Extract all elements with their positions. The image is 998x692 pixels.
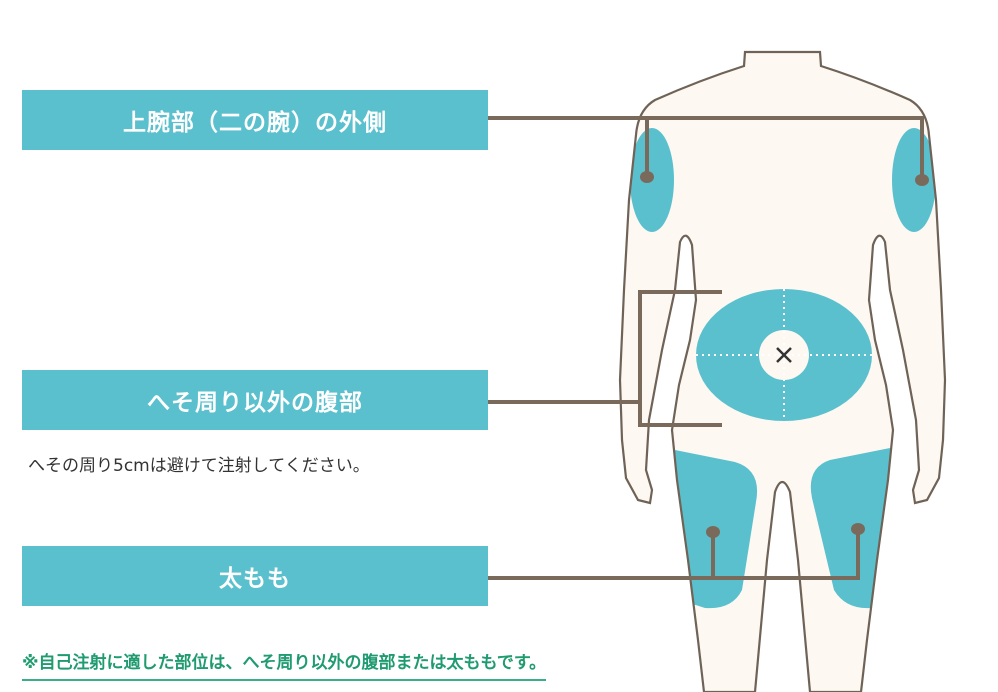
label-upper-arm: 上腕部（二の腕）の外側	[22, 90, 488, 150]
footer-note: ※自己注射に適した部位は、へそ周り以外の腹部または太ももです。	[22, 648, 547, 681]
right-upper-arm-site	[892, 128, 936, 232]
connector-dots	[640, 171, 929, 538]
connector-lines	[488, 116, 924, 580]
navel-x-icon	[776, 347, 792, 363]
abdomen-note: へその周り5cmは避けて注射してください。	[28, 456, 370, 476]
label-abdomen: へそ周り以外の腹部	[22, 370, 488, 430]
label-thigh: 太もも	[22, 546, 488, 606]
